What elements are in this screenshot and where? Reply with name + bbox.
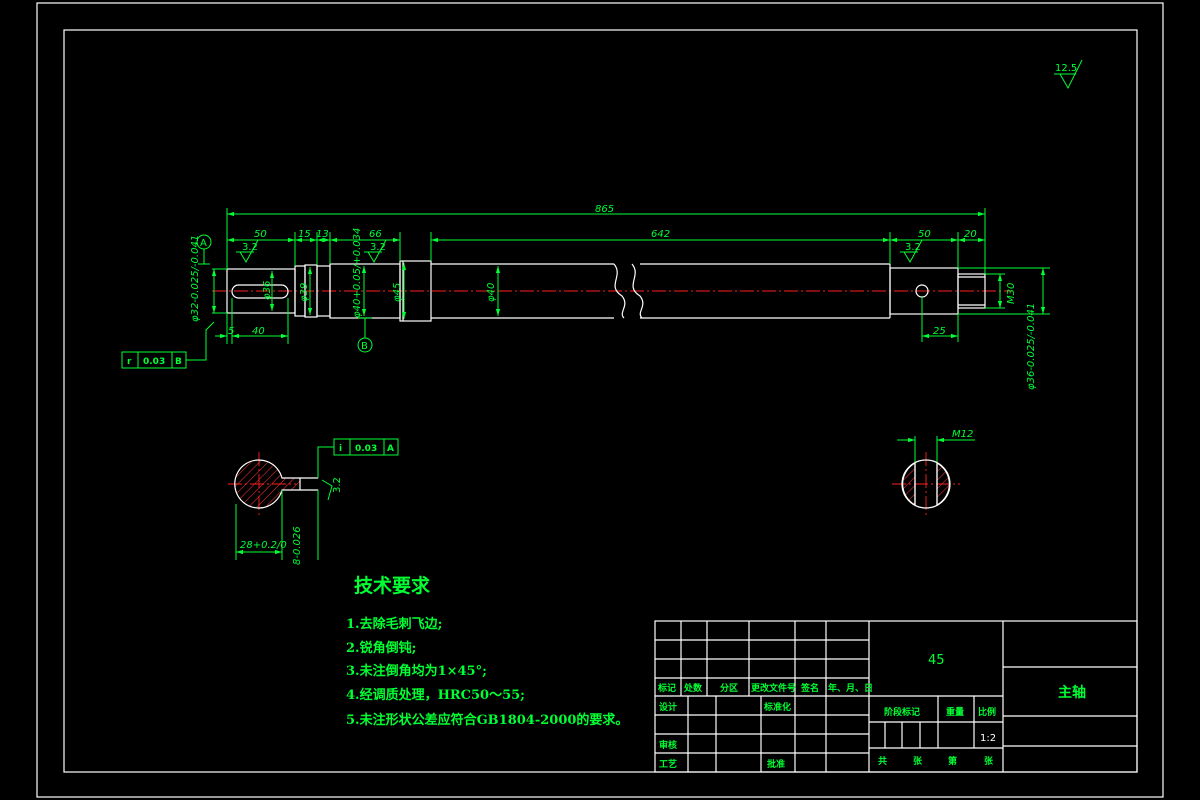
dim-50b: 50 bbox=[918, 229, 931, 240]
svg-text:标准化: 标准化 bbox=[763, 701, 791, 713]
roughness-main-value: 12.5 bbox=[1055, 63, 1077, 74]
roughness-c: 3.2 bbox=[905, 242, 921, 253]
outer-frame bbox=[36, 2, 1164, 798]
requirement-5: 5.未注形状公差应符合GB1804-2000的要求。 bbox=[346, 712, 628, 728]
svg-text:B: B bbox=[175, 357, 182, 367]
runout-tolerance-frame: r 0.03 B bbox=[121, 321, 215, 369]
svg-text:0.03: 0.03 bbox=[143, 357, 165, 367]
dim-20: 20 bbox=[964, 229, 977, 240]
dim-15: 15 bbox=[298, 229, 311, 240]
svg-text:标记: 标记 bbox=[657, 682, 676, 694]
requirements-title: 技术要求 bbox=[354, 574, 431, 597]
dim-overall: 865 bbox=[226, 204, 986, 274]
dim-5: 5 bbox=[228, 326, 234, 337]
dim-66: 66 bbox=[369, 229, 382, 240]
svg-text:张: 张 bbox=[913, 755, 923, 767]
svg-text:r: r bbox=[127, 357, 132, 367]
dim-dia45: φ45 bbox=[392, 283, 403, 302]
requirement-2: 2.锐角倒钝; bbox=[346, 640, 416, 656]
svg-text:签名: 签名 bbox=[800, 682, 819, 694]
dim-dia39: φ39 bbox=[299, 283, 310, 302]
dim-m30: M30 bbox=[1006, 283, 1017, 304]
dim-25: 25 bbox=[933, 326, 946, 337]
svg-text:B: B bbox=[361, 341, 368, 352]
scale-value: 1:2 bbox=[980, 733, 996, 744]
svg-text:0.03: 0.03 bbox=[355, 444, 377, 454]
requirement-4: 4.经调质处理，HRC50～55; bbox=[346, 687, 525, 703]
dim-50a: 50 bbox=[254, 229, 267, 240]
svg-text:处数: 处数 bbox=[683, 682, 703, 694]
roughness-section: 3.2 bbox=[332, 477, 343, 493]
svg-text:A: A bbox=[200, 238, 207, 249]
dim-642: 642 bbox=[651, 229, 670, 240]
shaft-outline bbox=[226, 260, 986, 322]
dim-dia40: φ40 bbox=[486, 283, 497, 302]
dim-right: 25 M30 φ36-0.025/-0.041 bbox=[921, 267, 1050, 390]
roughness-b: 3.2 bbox=[370, 242, 386, 253]
part-name: 主轴 bbox=[1058, 684, 1086, 701]
dim-bottom-left: 5 40 bbox=[215, 298, 289, 344]
svg-text:审核: 审核 bbox=[659, 739, 677, 751]
dim-13: 13 bbox=[316, 229, 329, 240]
roughness-a: 3.2 bbox=[242, 242, 258, 253]
requirement-3: 3.未注倒角均为1×45°; bbox=[346, 663, 487, 679]
roughness-marks: 3.2 3.2 3.2 bbox=[236, 239, 923, 264]
section-view-keyway: 28+0.2/0 8-0.026 3.2 bbox=[228, 448, 343, 565]
dim-dia40-tol: φ40+0.05/+0.034 bbox=[352, 228, 363, 318]
material: 45 bbox=[928, 653, 945, 668]
svg-text:阶段标记: 阶段标记 bbox=[884, 706, 920, 718]
dim-sec28: 28+0.2/0 bbox=[240, 540, 287, 551]
dim-dia36: φ36 bbox=[262, 281, 273, 300]
section-view-m12: M12 bbox=[892, 429, 975, 516]
datum-b: B bbox=[357, 317, 373, 353]
svg-text:分区: 分区 bbox=[720, 682, 738, 694]
dim-m12: M12 bbox=[952, 429, 973, 440]
roughness-symbol-main: 12.5 bbox=[1054, 59, 1083, 90]
requirement-1: 1.去除毛刺飞边; bbox=[346, 616, 442, 632]
svg-text:重量: 重量 bbox=[946, 706, 964, 718]
svg-text:张: 张 bbox=[984, 755, 994, 767]
svg-text:比例: 比例 bbox=[978, 706, 996, 718]
svg-text:A: A bbox=[387, 444, 394, 454]
inner-frame bbox=[63, 29, 1138, 773]
svg-text:工艺: 工艺 bbox=[659, 758, 677, 770]
datum-a: A bbox=[196, 234, 212, 265]
dim-dia36-tol: φ36-0.025/-0.041 bbox=[1026, 303, 1037, 390]
svg-text:i: i bbox=[339, 444, 342, 454]
dim-row-2: 50 15 13 66 642 50 20 bbox=[227, 229, 985, 268]
technical-requirements: 技术要求 1.去除毛刺飞边; 2.锐角倒钝; 3.未注倒角均为1×45°; 4.… bbox=[346, 574, 628, 728]
svg-text:第: 第 bbox=[948, 755, 957, 767]
dim-left-diameters: φ32-0.025/-0.041 φ36 φ39 φ40+0.05/+0.034… bbox=[190, 228, 501, 322]
svg-text:共: 共 bbox=[878, 755, 887, 767]
dim-40: 40 bbox=[252, 326, 265, 337]
dim-865: 865 bbox=[595, 204, 614, 215]
title-block: 标记 处数 分区 更改文件号 签名 年、月、日 设计 标准化 审核 工艺 批准 … bbox=[654, 620, 1138, 773]
svg-text:更改文件号: 更改文件号 bbox=[751, 682, 796, 694]
dim-sec8: 8-0.026 bbox=[292, 526, 303, 565]
dim-dia32: φ32-0.025/-0.041 bbox=[190, 235, 201, 322]
svg-text:设计: 设计 bbox=[659, 701, 677, 713]
svg-text:批准: 批准 bbox=[767, 758, 785, 770]
svg-text:年、月、日: 年、月、日 bbox=[828, 682, 873, 694]
keyway-slot bbox=[231, 284, 289, 299]
symmetry-tolerance-frame: i 0.03 A bbox=[317, 438, 399, 472]
